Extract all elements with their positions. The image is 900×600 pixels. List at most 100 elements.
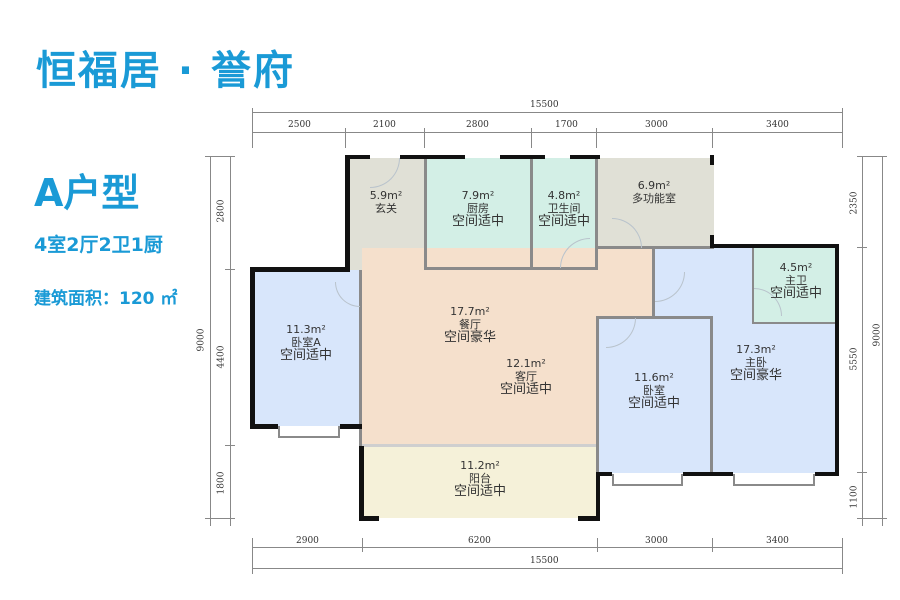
room-area: 17.3m² <box>736 343 776 356</box>
window <box>612 474 683 486</box>
dim-tick <box>857 156 887 157</box>
outer-wall <box>359 446 364 521</box>
dim-bottom-total: 15500 <box>530 556 559 566</box>
outer-wall <box>570 155 600 159</box>
dim-line-right <box>862 156 863 526</box>
room-name: 主卫 <box>784 273 807 287</box>
label-living: 12.1m² 客厅 空间适中 <box>499 357 553 398</box>
outer-wall <box>683 472 733 476</box>
dim-bottom-2: 6200 <box>468 536 491 546</box>
dim-line-top-total <box>252 112 842 113</box>
label-kitchen: 7.9m² 厨房 空间适中 <box>451 189 505 230</box>
room-area: 11.2m² <box>460 459 500 472</box>
dim-right-3: 1100 <box>849 485 860 509</box>
room-name: 厨房 <box>466 201 489 215</box>
label-bathroom: 4.8m² 卫生间 空间适中 <box>537 189 591 230</box>
inner-wall <box>424 158 427 270</box>
room-desc: 空间适中 <box>499 382 553 398</box>
inner-wall <box>424 267 598 270</box>
dim-tick <box>842 108 843 148</box>
dim-tick <box>857 247 867 248</box>
room-name: 餐厅 <box>458 317 481 331</box>
room-area: 12.1m² <box>506 357 546 370</box>
outer-wall <box>345 155 350 270</box>
outer-wall <box>400 155 465 159</box>
room-area: 4.5m² <box>779 261 813 274</box>
room-desc: 空间豪华 <box>729 368 783 384</box>
dim-tick <box>842 538 843 574</box>
room-area: 5.9m² <box>369 189 403 202</box>
dim-bottom-3: 3000 <box>645 536 668 546</box>
room-name: 玄关 <box>375 201 397 215</box>
outer-wall <box>815 472 839 476</box>
outer-wall <box>710 235 714 247</box>
room-desc: 空间适中 <box>279 348 333 364</box>
room-area: 11.6m² <box>634 371 674 384</box>
label-dining: 17.7m² 餐厅 空间豪华 <box>443 305 497 346</box>
dim-tick <box>252 108 253 148</box>
dim-tick <box>712 128 713 148</box>
inner-wall <box>652 248 655 318</box>
dim-left-1: 2800 <box>216 199 227 223</box>
outer-wall <box>340 424 362 429</box>
room-desc: 空间适中 <box>627 396 681 412</box>
room-layout: 4室2厅2卫1厨 <box>34 234 163 256</box>
label-entrance: 5.9m² 玄关 <box>369 189 403 215</box>
balcony-door <box>362 444 596 447</box>
dim-tick <box>225 269 235 270</box>
label-multi-room: 6.9m² 多功能室 <box>632 179 676 205</box>
room-name: 卧室 <box>642 383 665 397</box>
inner-wall <box>596 316 712 319</box>
dim-tick <box>205 156 235 157</box>
dim-right-total: 9000 <box>872 323 883 347</box>
dim-tick <box>597 538 598 552</box>
dim-top-3: 2800 <box>466 120 489 130</box>
label-bedroom-a: 11.3m² 卧室A 空间适中 <box>279 323 333 364</box>
label-master-bath: 4.5m² 主卫 空间适中 <box>769 261 823 302</box>
inner-wall <box>359 270 362 446</box>
label-master-bed: 17.3m² 主卧 空间豪华 <box>729 343 783 384</box>
room-area: 11.3m² <box>286 323 326 336</box>
dim-left-3: 1800 <box>216 471 227 495</box>
outer-wall <box>596 472 612 476</box>
outer-wall <box>710 155 714 165</box>
outer-wall <box>578 516 600 521</box>
dim-tick <box>531 128 532 148</box>
room-desc: 空间豪华 <box>443 330 497 346</box>
dim-left-2: 4400 <box>216 345 227 369</box>
room-desc: 空间适中 <box>451 214 505 230</box>
label-bedroom: 11.6m² 卧室 空间适中 <box>627 371 681 412</box>
inner-wall <box>530 158 533 270</box>
outer-wall <box>835 246 839 476</box>
outer-wall <box>710 244 839 248</box>
dim-tick <box>857 472 867 473</box>
room-area: 4.8m² <box>547 189 581 202</box>
outer-wall <box>359 516 379 521</box>
room-desc: 空间适中 <box>769 286 823 302</box>
dim-top-2: 2100 <box>373 120 396 130</box>
project-title: 恒福居 · 誉府 <box>36 48 296 94</box>
dim-tick <box>424 128 425 148</box>
dim-top-5: 3000 <box>645 120 668 130</box>
outer-wall <box>596 472 600 521</box>
outer-wall <box>250 424 278 429</box>
inner-wall <box>596 246 714 249</box>
inner-wall <box>596 316 599 476</box>
dim-top-6: 3400 <box>766 120 789 130</box>
room-area: 6.9m² <box>637 179 671 192</box>
dim-line-top <box>252 132 842 133</box>
dim-left-total: 9000 <box>196 328 207 352</box>
room-area: 7.9m² <box>461 189 495 202</box>
dim-top-4: 1700 <box>555 120 578 130</box>
outer-wall <box>500 155 545 159</box>
inner-wall <box>710 316 713 476</box>
dim-tick <box>205 518 235 519</box>
dim-tick <box>596 128 597 148</box>
dim-tick <box>362 538 363 552</box>
dim-tick <box>712 538 713 552</box>
room-desc: 空间适中 <box>453 484 507 500</box>
room-name: 阳台 <box>468 471 491 485</box>
dim-right-1: 2350 <box>849 191 860 215</box>
room-desc: 空间适中 <box>537 214 591 230</box>
room-name: 卫生间 <box>547 201 581 215</box>
